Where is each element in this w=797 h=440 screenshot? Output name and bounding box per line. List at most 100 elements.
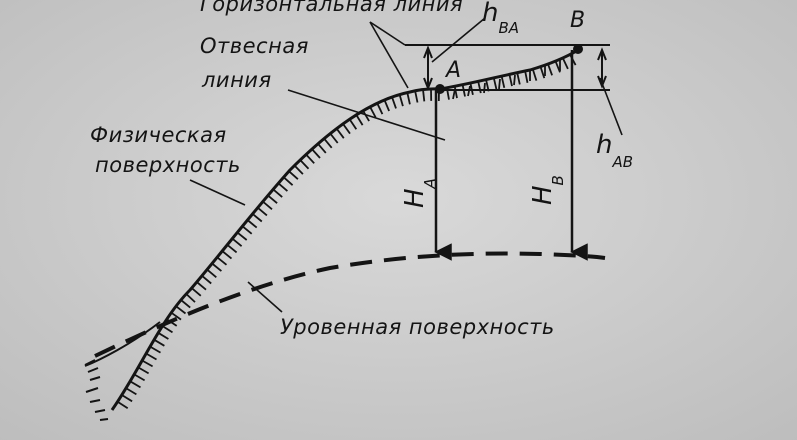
hatch-tick: [262, 200, 273, 210]
h-ba-label: hBA: [482, 0, 519, 36]
hatch-tick: [398, 94, 404, 107]
H-a-label: HA: [400, 178, 439, 208]
leader-hab: [599, 77, 623, 136]
hatch-tick: [492, 77, 498, 90]
plumb-line-label-1: Отвесная: [200, 34, 309, 58]
level-surface-label: Уровенная поверхность: [280, 315, 555, 339]
hatch-tick: [226, 244, 238, 254]
plumb-line-label-2: линия: [202, 68, 272, 92]
hatch-tick: [335, 128, 345, 139]
hatch-tick: [355, 114, 364, 126]
hatch-tick: [348, 118, 358, 130]
lower-slope-hatching: [84, 321, 161, 421]
hatch-tick: [211, 262, 222, 272]
hatch-tick: [524, 70, 529, 83]
H-b-label: HB: [528, 175, 567, 205]
hatch-tick: [561, 57, 569, 70]
hatch-tick: [317, 143, 327, 154]
h-ab-sub: AB: [612, 153, 634, 171]
h-ab-main: h: [596, 130, 613, 160]
hatch-tick: [129, 380, 141, 389]
hatch-tick: [453, 86, 458, 99]
hatch-tick: [175, 305, 187, 315]
hatch-tick: [293, 164, 304, 175]
hatch-tick: [246, 219, 258, 229]
hatch-tick: [161, 325, 173, 334]
hatch-tick: [121, 394, 133, 403]
level-surface-line: [94, 251, 606, 358]
hatch-tick: [305, 153, 315, 164]
hatch-tick: [391, 96, 397, 109]
hatch-tick: [311, 148, 321, 159]
hatch-tick: [329, 133, 339, 144]
leader-physical: [189, 179, 246, 206]
hatch-tick: [236, 231, 248, 241]
hatch-tick: [277, 182, 288, 192]
horizontal-line-label: Горизонтальная линия: [200, 0, 464, 16]
hatch-tick: [469, 82, 474, 95]
hatch-tick: [221, 250, 233, 260]
leader-level: [247, 281, 283, 313]
hatch-tick: [241, 225, 253, 235]
leader-plumb: [287, 89, 446, 141]
leader-horizontal-1: [369, 21, 406, 46]
hatch-tick: [376, 102, 384, 115]
leader-hba: [431, 17, 486, 63]
hatch-tick: [508, 74, 513, 87]
hatch-tick: [157, 332, 169, 340]
hatch-tick: [299, 159, 310, 170]
hatch-tick: [369, 106, 377, 118]
h-ab-label: hAB: [596, 130, 633, 170]
crest-hatching: [452, 60, 561, 100]
physical-surface-label-2: поверхность: [95, 153, 241, 177]
hatch-tick: [149, 345, 161, 354]
hatch-tick: [133, 373, 146, 382]
hatch-tick: [414, 90, 419, 103]
hatch-tick: [185, 293, 196, 303]
hatch-tick: [137, 366, 150, 375]
hatch-tick: [170, 311, 182, 321]
hatch-tick: [516, 72, 521, 85]
hatch-tick: [257, 207, 268, 217]
H-a-main: H: [400, 188, 430, 208]
hatch-tick: [323, 138, 333, 149]
H-b-sub: B: [549, 175, 567, 186]
hatch-tick: [362, 110, 370, 122]
hatch-tick: [196, 281, 207, 291]
hatch-tick: [231, 237, 243, 247]
hatch-tick: [383, 99, 390, 112]
hatch-tick: [180, 299, 191, 309]
h-ba-sub: BA: [498, 19, 520, 37]
hatch-tick: [342, 123, 351, 135]
hatch-tick: [531, 68, 538, 81]
h-ba-main: h: [482, 0, 499, 28]
hatch-tick: [539, 66, 546, 79]
hatch-tick: [145, 352, 157, 361]
hatch-tick: [267, 194, 278, 204]
hatch-tick: [206, 268, 217, 278]
hatch-tick: [547, 63, 553, 76]
point-a-label: A: [446, 58, 462, 83]
hatch-tick: [201, 275, 212, 285]
hatch-tick: [477, 81, 482, 94]
point-a-marker: [435, 84, 445, 94]
hatch-tick: [216, 256, 228, 266]
hatch-tick: [125, 387, 137, 396]
hatch-tick: [500, 75, 506, 89]
leader-horizontal-2: [369, 21, 409, 89]
hatch-tick: [153, 338, 165, 347]
point-b-marker: [573, 44, 583, 54]
hatch-tick: [406, 92, 411, 105]
H-b-main: H: [528, 185, 558, 205]
hatch-tick: [422, 89, 426, 102]
hatch-tick: [117, 400, 129, 410]
physical-surface-label-1: Физическая: [90, 123, 227, 147]
hatch-tick: [251, 213, 263, 223]
point-b-label: B: [570, 8, 586, 33]
hatch-tick: [288, 170, 299, 180]
hatch-tick: [141, 359, 154, 368]
hatch-tick: [272, 188, 283, 198]
